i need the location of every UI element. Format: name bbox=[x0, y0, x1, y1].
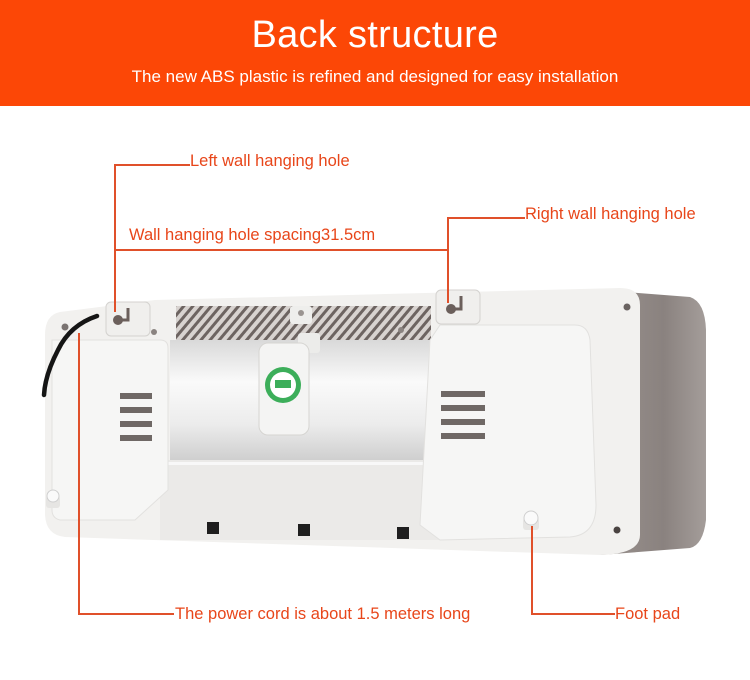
power-cord bbox=[41, 313, 100, 398]
callout-cord-horizontal bbox=[78, 613, 174, 615]
page-title: Back structure bbox=[251, 14, 499, 56]
page-subtitle: The new ABS plastic is refined and desig… bbox=[131, 67, 619, 86]
label-left-hole: Left wall hanging hole bbox=[190, 152, 350, 170]
callout-foot-horizontal bbox=[531, 613, 615, 615]
label-foot-pad: Foot pad bbox=[615, 605, 681, 623]
right-foot-pad bbox=[523, 510, 539, 530]
left-hanging-hook bbox=[105, 301, 151, 337]
label-right-hole: Right wall hanging hole bbox=[525, 205, 696, 223]
callout-spacing-line bbox=[114, 249, 448, 251]
callout-right-hole-vertical bbox=[447, 217, 449, 303]
callout-left-hole-vertical bbox=[114, 164, 116, 312]
callout-left-hole-horizontal bbox=[114, 164, 190, 166]
callout-right-hole-horizontal bbox=[447, 217, 525, 219]
header-banner: Back structure The new ABS plastic is re… bbox=[0, 0, 750, 106]
callout-cord-vertical bbox=[78, 333, 80, 614]
callout-foot-vertical bbox=[531, 526, 533, 614]
left-foot-pad bbox=[46, 489, 60, 508]
right-hanging-hook bbox=[435, 289, 481, 325]
label-power-cord: The power cord is about 1.5 meters long bbox=[175, 605, 471, 623]
label-hole-spacing: Wall hanging hole spacing31.5cm bbox=[129, 226, 376, 244]
